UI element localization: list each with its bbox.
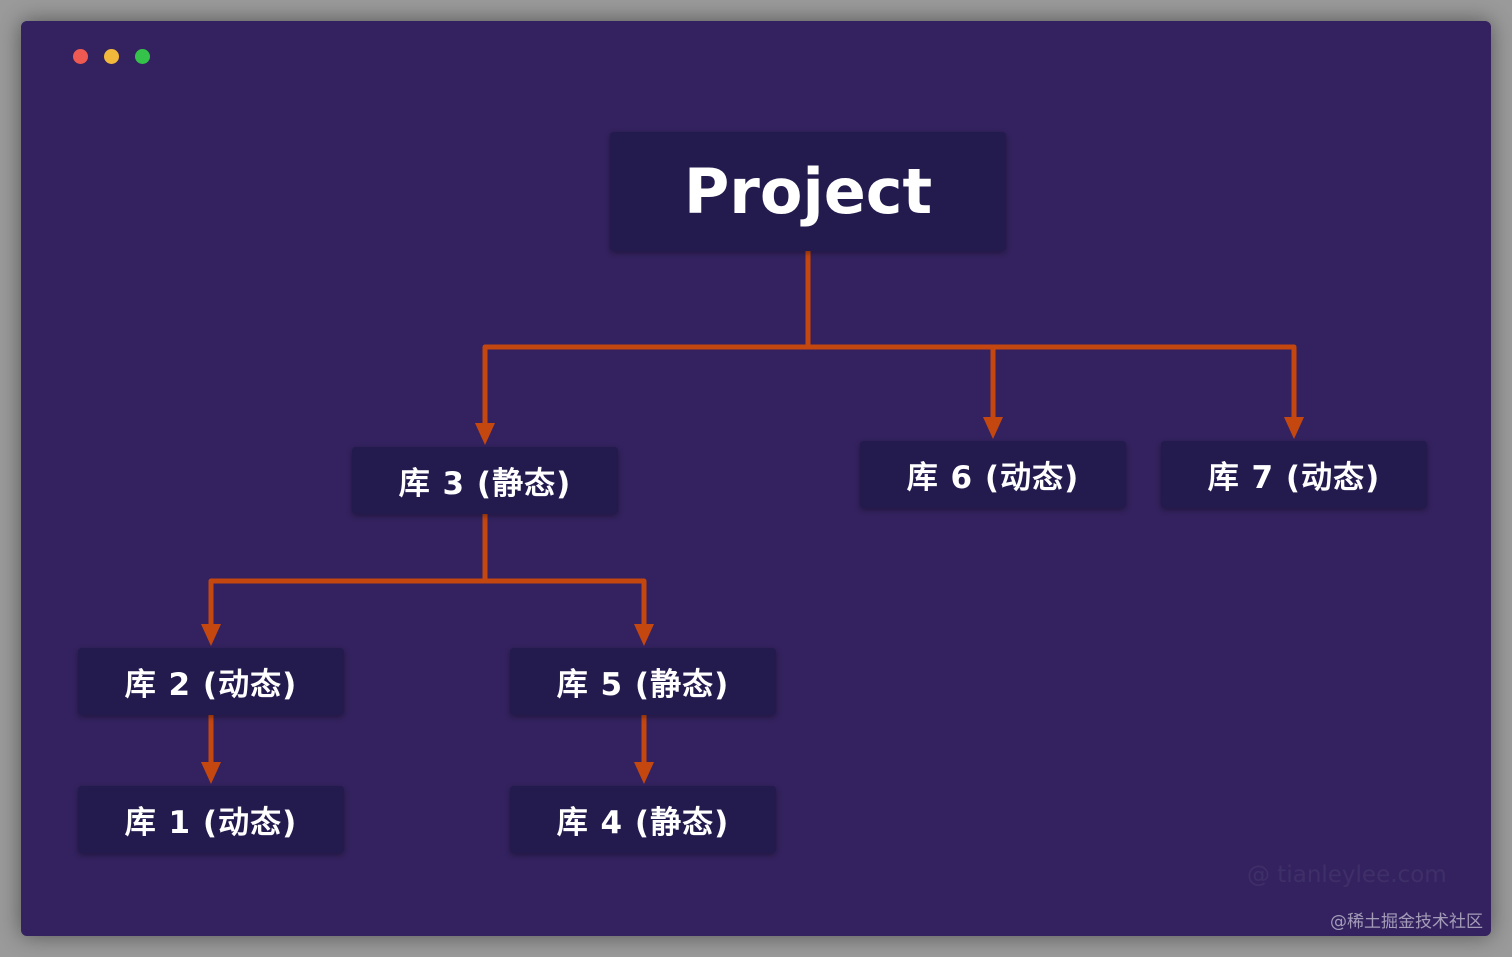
arrowhead-lib1 [201, 762, 221, 784]
platform-watermark: @稀土掘金技术社区 [1330, 912, 1483, 932]
library-4-node: 库 4 (静态) [510, 786, 776, 853]
connector-lines [201, 249, 1304, 784]
edge-lib3-lib2 [208, 578, 485, 626]
project-node: Project [610, 132, 1006, 251]
arrowhead-lib5 [634, 624, 654, 646]
library-5-node: 库 5 (静态) [510, 648, 776, 715]
arrowhead-lib7 [1284, 417, 1304, 439]
diagram-window: Project 库 3 (静态) 库 6 (动态) 库 7 (动态) 库 2 (… [21, 21, 1491, 936]
arrowhead-lib3 [475, 423, 495, 445]
arrowhead-lib4 [634, 762, 654, 784]
edge-lib3-lib5 [485, 578, 647, 626]
library-3-node: 库 3 (静态) [352, 447, 618, 514]
arrowhead-lib2 [201, 624, 221, 646]
maximize-window-icon[interactable] [135, 49, 150, 64]
edge-project-lib3 [482, 344, 808, 425]
minimize-window-icon[interactable] [104, 49, 119, 64]
arrowhead-lib6 [983, 417, 1003, 439]
library-2-node: 库 2 (动态) [78, 648, 344, 715]
library-1-node: 库 1 (动态) [78, 786, 344, 853]
library-7-node: 库 7 (动态) [1161, 441, 1427, 508]
site-watermark: @ tianleylee.com [1247, 862, 1447, 888]
close-window-icon[interactable] [73, 49, 88, 64]
library-6-node: 库 6 (动态) [860, 441, 1126, 508]
edge-project-lib6 [808, 344, 1297, 419]
